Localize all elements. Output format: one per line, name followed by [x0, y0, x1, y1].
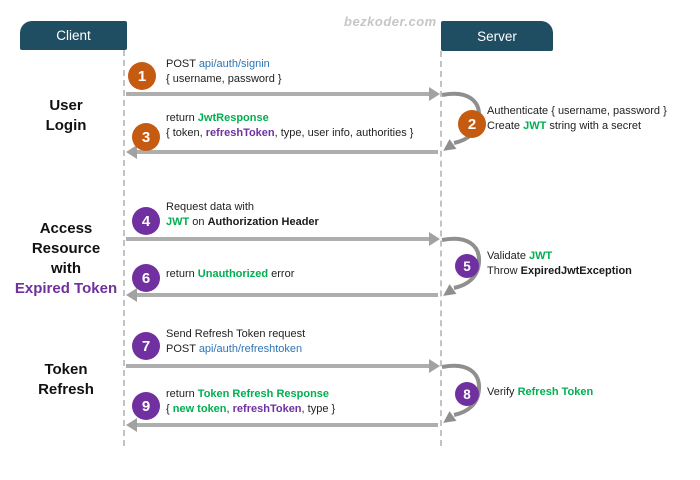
- message-3-line1: return JwtResponse: [166, 112, 269, 124]
- signin-endpoint-link-text: api/auth/signin: [198, 58, 270, 70]
- message-9-line2: { new token, refreshToken, type }: [166, 403, 336, 415]
- section-access-line2: Resource: [31, 240, 101, 257]
- step-5-badge: 5: [455, 254, 479, 278]
- arrow-9-refresh-response: [126, 418, 438, 432]
- message-1-line1: POST api/auth/signin: [166, 58, 270, 70]
- client-lifeline: [123, 50, 125, 446]
- section-login-line2: Login: [45, 117, 87, 134]
- step-7-badge: 7: [132, 332, 160, 360]
- message-1-signin: POST api/auth/signin { username, passwor…: [166, 57, 282, 87]
- section-access-line1: Access: [39, 220, 93, 237]
- message-5-line1: Validate JWT: [487, 250, 553, 262]
- message-1-line2: { username, password }: [166, 73, 282, 85]
- message-7-line2: POST api/auth/refreshtoken: [166, 343, 303, 355]
- message-4-line1: Request data with: [166, 201, 255, 213]
- arrow-1-signin-request: [126, 87, 440, 101]
- step-8-badge: 8: [455, 382, 479, 406]
- client-actor-box: Client: [20, 21, 127, 50]
- step-1-badge: 1: [128, 62, 156, 90]
- section-refresh-line1: Token: [44, 361, 88, 378]
- message-4-line2: JWT on Authorization Header: [166, 216, 319, 228]
- message-5-line2: Throw ExpiredJwtException: [487, 265, 632, 277]
- watermark: bezkoder.com: [344, 14, 437, 29]
- message-9-refresh-response: return Token Refresh Response { new toke…: [166, 387, 335, 417]
- section-label-user-login: User Login: [0, 96, 132, 136]
- section-label-access-resource: Access Resource with Expired Token: [0, 219, 132, 299]
- step-9-badge: 9: [132, 392, 160, 420]
- server-actor-box: Server: [441, 21, 553, 51]
- step-4-badge: 4: [132, 207, 160, 235]
- message-8-line1: Verify Refresh Token: [487, 386, 594, 398]
- message-3-jwt-response: return JwtResponse { token, refreshToken…: [166, 111, 413, 141]
- message-3-line2: { token, refreshToken, type, user info, …: [166, 127, 414, 139]
- arrow-3-jwt-response: [126, 145, 438, 159]
- message-6-line1: return Unauthorized error: [166, 268, 295, 280]
- message-5-validate-jwt: Validate JWT Throw ExpiredJwtException: [487, 249, 632, 279]
- server-lifeline: [440, 51, 442, 446]
- section-access-line4-expired-token: Expired Token: [14, 280, 118, 297]
- message-4-request-data: Request data with JWT on Authorization H…: [166, 200, 319, 230]
- message-6-unauthorized: return Unauthorized error: [166, 267, 294, 282]
- arrow-6-unauthorized-response: [126, 288, 438, 302]
- message-2-authenticate: Authenticate { username, password } Crea…: [487, 104, 667, 134]
- server-actor-label: Server: [477, 28, 517, 44]
- message-2-line2: Create JWT string with a secret: [487, 120, 642, 132]
- section-label-token-refresh: Token Refresh: [0, 360, 132, 400]
- step-6-badge: 6: [132, 264, 160, 292]
- arrow-7-refresh-token-request: [126, 359, 440, 373]
- client-actor-label: Client: [56, 28, 91, 43]
- step-3-badge: 3: [132, 123, 160, 151]
- server-self-loop-validate-icon: [441, 236, 482, 296]
- section-login-line1: User: [49, 97, 83, 114]
- message-7-line1: Send Refresh Token request: [166, 328, 306, 340]
- refreshtoken-endpoint-link-text: api/auth/refreshtoken: [198, 343, 303, 355]
- message-9-line1: return Token Refresh Response: [166, 388, 330, 400]
- step-2-badge: 2: [458, 110, 486, 138]
- server-self-loop-verify-icon: [441, 363, 482, 423]
- message-2-line1: Authenticate { username, password }: [487, 105, 667, 117]
- section-access-line3: with: [51, 260, 81, 277]
- arrow-4-request-data: [126, 232, 440, 246]
- section-refresh-line2: Refresh: [38, 381, 94, 398]
- message-7-refresh-request: Send Refresh Token request POST api/auth…: [166, 327, 305, 357]
- message-8-verify-refresh-token: Verify Refresh Token: [487, 385, 593, 400]
